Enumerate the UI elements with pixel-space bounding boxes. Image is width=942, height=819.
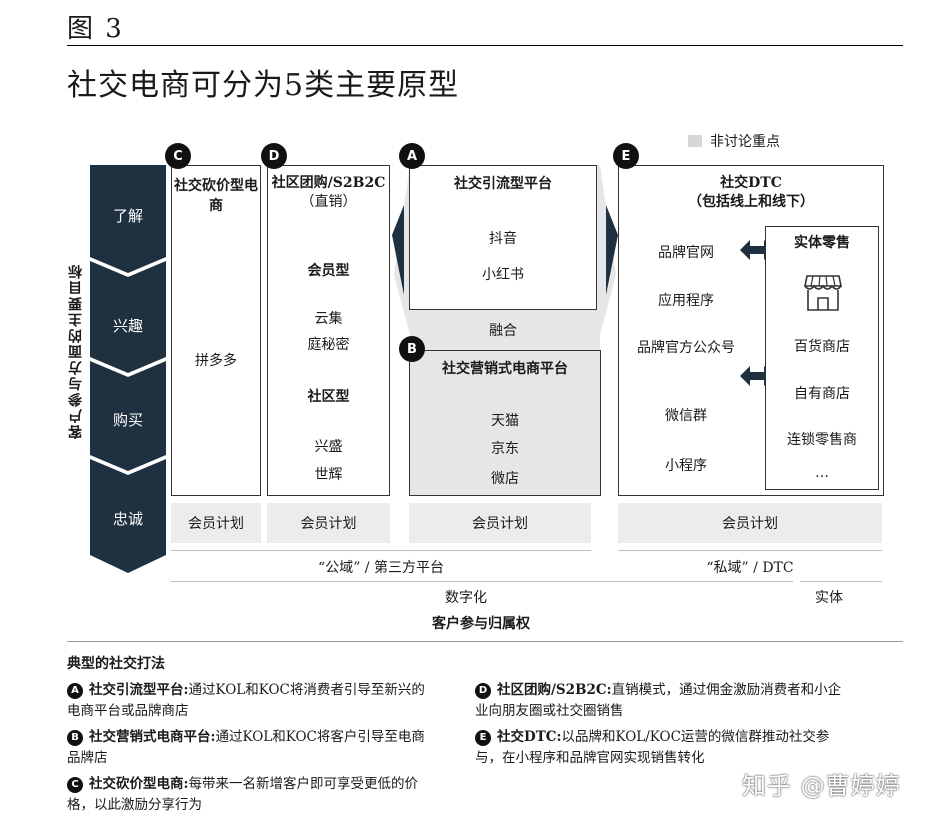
badge-c-small: C — [67, 776, 83, 793]
typical-item-d: D 社区团购/S2B2C:直销模式，通过佣金激励消费者和小企业向朋友圈或社交圈销售 — [475, 680, 845, 722]
funnel-column — [90, 165, 166, 573]
column-b-item: 天猫 — [491, 413, 519, 429]
retail-item: … — [815, 465, 829, 481]
retail-title: 实体零售 — [794, 235, 850, 251]
legend-label: 非讨论重点 — [710, 134, 780, 150]
badge-a-small: A — [67, 682, 83, 699]
digital-caption: 数字化 — [445, 590, 487, 606]
retail-item: 自有商店 — [794, 386, 850, 402]
column-e-member-plan: 会员计划 — [618, 503, 882, 543]
badge-d-small: D — [475, 682, 491, 699]
column-e-item: 品牌官网 — [658, 245, 714, 261]
column-c-title: 社交砍价型电商 — [174, 178, 258, 214]
column-a-item: 小红书 — [482, 267, 524, 283]
column-b-title: 社交营销式电商平台 — [442, 361, 568, 377]
merge-label: 融合 — [489, 323, 517, 339]
column-c-member-plan: 会员计划 — [171, 503, 261, 543]
column-d-member-plan: 会员计划 — [267, 503, 390, 543]
funnel-purchase: 购买 — [112, 411, 143, 429]
badge-e-small: E — [475, 729, 491, 746]
watermark: 知乎 @曹婷婷 — [742, 772, 901, 800]
column-b-box — [409, 350, 601, 496]
retail-item: 连锁零售商 — [787, 432, 857, 448]
column-e-item: 品牌官方公众号 — [637, 340, 735, 356]
badge-d: D — [261, 143, 287, 169]
column-d-item: 世辉 — [314, 467, 343, 483]
badge-c: C — [165, 143, 191, 169]
public-rule — [171, 550, 591, 551]
column-d-item: 庭秘密 — [307, 337, 350, 353]
typical-item-text: 每带来一名新增客户即可享受更低的价格，以此激励分享行为 — [67, 776, 418, 813]
column-d-title: 社区团购/S2B2C — [271, 175, 386, 191]
column-a-title: 社交引流型平台 — [454, 176, 552, 192]
top-divider — [67, 45, 903, 46]
digital-rule — [171, 581, 793, 582]
figure-label: 图 3 — [67, 14, 124, 44]
retail-item: 百货商店 — [794, 339, 850, 355]
badge-b-small: B — [67, 729, 83, 746]
typical-item-text: 以品牌和KOL/KOC运营的微信群推动社交参与，在小程序和品牌官网实现销售转化 — [475, 729, 830, 766]
typical-item-text: 通过KOL和KOC将消费者引导至新兴的电商平台或品牌商店 — [67, 682, 425, 719]
column-e-subtitle: （包括线上和线下） — [688, 194, 814, 210]
left-arrow-shape — [392, 205, 404, 295]
typical-item-c: C 社交砍价型电商:每带来一名新增客户即可享受更低的价格，以此激励分享行为 — [67, 774, 427, 816]
typical-item-text: 通过KOL和KOC将客户引导至电商品牌店 — [67, 729, 425, 766]
typical-item-text: 直销模式，通过佣金激励消费者和小企业向朋友圈或社交圈销售 — [475, 682, 842, 719]
column-e-item: 应用程序 — [658, 293, 714, 309]
funnel-interest: 兴趣 — [112, 317, 143, 335]
store-icon — [804, 275, 842, 311]
funnel-interest-shape — [90, 261, 166, 373]
column-c-item: 拼多多 — [195, 353, 237, 369]
column-e-title: 社交DTC — [720, 175, 782, 191]
funnel-awareness-shape — [90, 165, 166, 273]
badge-e: E — [613, 143, 639, 169]
private-rule — [618, 550, 882, 551]
public-domain-caption: “公域” / 第三方平台 — [318, 560, 444, 576]
column-b-member-plan: 会员计划 — [409, 503, 591, 543]
funnel-loyalty: 忠诚 — [112, 510, 143, 528]
column-a-box — [409, 165, 597, 310]
section-divider — [67, 641, 903, 642]
column-d-section-community: 社区型 — [307, 389, 350, 405]
funnel-loyalty-shape — [90, 459, 166, 573]
typical-item-name: 社区团购/S2B2C: — [497, 682, 612, 698]
column-b-item: 京东 — [491, 441, 519, 457]
legend-swatch — [688, 135, 702, 147]
retail-box — [765, 226, 879, 490]
badge-a: A — [399, 143, 425, 169]
vertical-axis-label: 客户参与方面的主要目标 — [68, 263, 84, 439]
column-d-item: 兴盛 — [314, 439, 343, 455]
physical-rule — [800, 581, 882, 582]
typical-item-name: 社交砍价型电商: — [89, 776, 189, 792]
funnel-awareness: 了解 — [112, 207, 143, 225]
typical-heading: 典型的社交打法 — [67, 656, 165, 672]
typical-item-name: 社交营销式电商平台: — [89, 729, 216, 745]
column-d-box — [267, 165, 390, 496]
typical-item-name: 社交引流型平台: — [89, 682, 189, 698]
column-c-box — [171, 165, 261, 496]
column-e-item: 微信群 — [665, 408, 707, 424]
private-domain-caption: “私域” / DTC — [706, 560, 794, 576]
typical-item-name: 社交DTC: — [497, 729, 562, 745]
ownership-caption: 客户参与归属权 — [432, 616, 530, 632]
funnel-purchase-shape — [90, 361, 166, 471]
badge-b: B — [399, 336, 425, 362]
column-d-section-member: 会员型 — [307, 263, 350, 279]
column-e-item: 小程序 — [665, 458, 707, 474]
column-a-item: 抖音 — [489, 231, 517, 247]
right-arrow-shape — [606, 205, 618, 295]
page-title: 社交电商可分为5类主要原型 — [67, 68, 460, 103]
typical-item-a: A 社交引流型平台:通过KOL和KOC将消费者引导至新兴的电商平台或品牌商店 — [67, 680, 427, 722]
column-d-item: 云集 — [314, 311, 343, 327]
column-b-item: 微店 — [491, 471, 519, 487]
typical-item-b: B 社交营销式电商平台:通过KOL和KOC将客户引导至电商品牌店 — [67, 727, 437, 769]
column-d-title-note: （直销） — [300, 194, 357, 210]
typical-item-e: E 社交DTC:以品牌和KOL/KOC运营的微信群推动社交参与，在小程序和品牌官网… — [475, 727, 845, 769]
physical-caption: 实体 — [815, 590, 843, 606]
